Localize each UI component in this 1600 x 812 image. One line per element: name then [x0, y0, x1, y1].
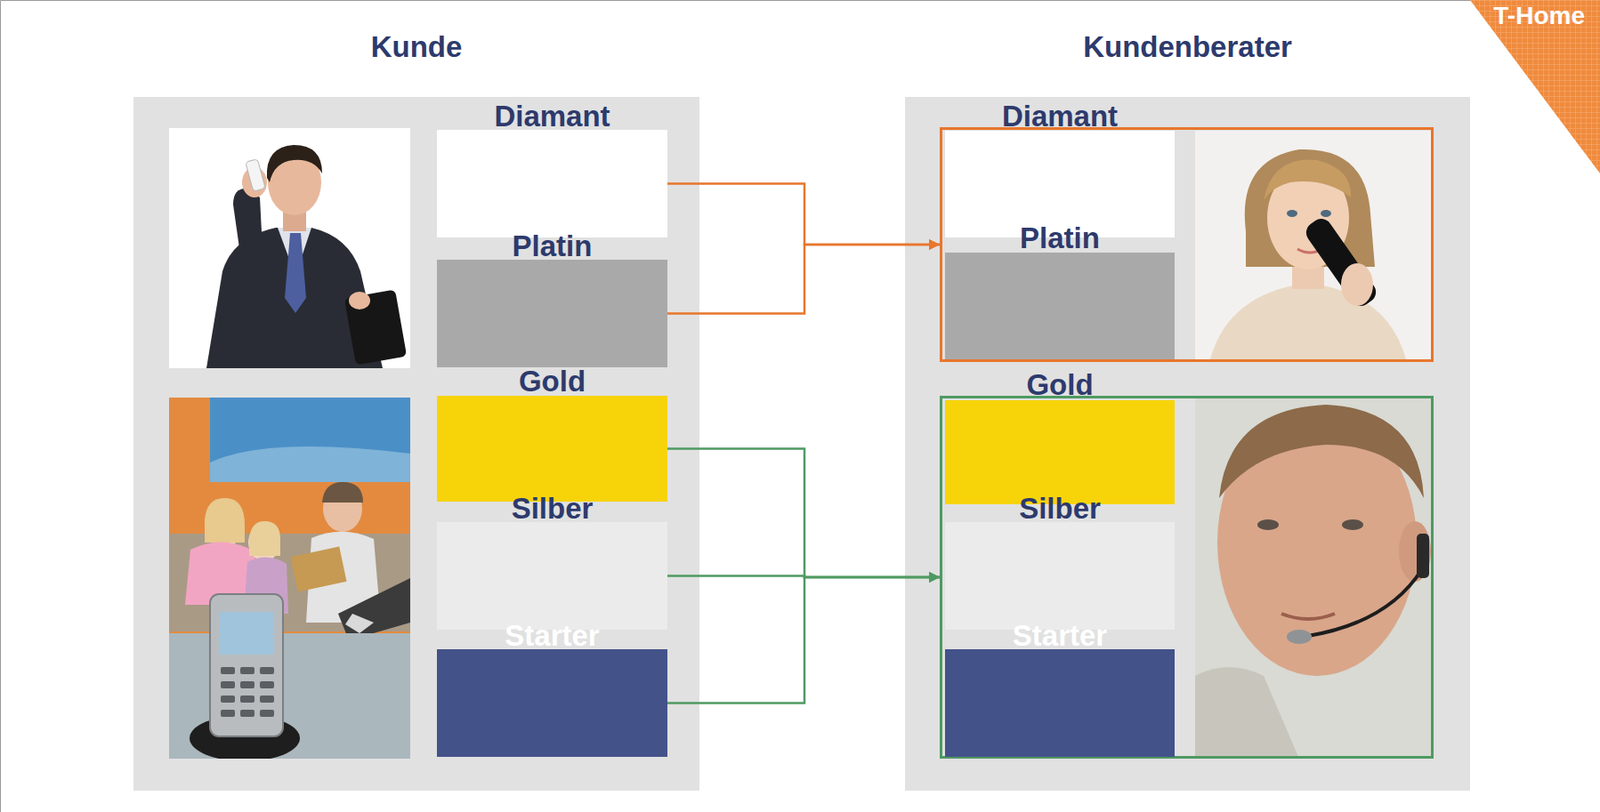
- family-photo-part-part: [259, 667, 275, 675]
- tier-box: Starter: [945, 649, 1175, 758]
- consultant-man-photo: [1195, 398, 1432, 760]
- family-photo-part-part: [259, 681, 275, 689]
- businessman-photo-part: [344, 290, 407, 366]
- tier-box: Silber: [436, 522, 668, 631]
- panel-ground: [133, 96, 1471, 792]
- consultant-woman-photo-part: [1341, 263, 1374, 307]
- tier-box: Diamant: [436, 129, 668, 238]
- consultant-woman-photo-part: [1301, 214, 1381, 310]
- tier-box: Gold: [945, 400, 1175, 505]
- consultant-woman-photo-part: [1286, 210, 1298, 218]
- customer-panel: DiamantPlatinGoldSilberStarterKunde: [133, 96, 700, 792]
- tier-label: Diamant: [1002, 98, 1118, 135]
- consultant-man-photo-part: [1286, 630, 1312, 645]
- tier-label: Platin: [1019, 220, 1100, 257]
- tier-label: Starter: [1012, 618, 1108, 655]
- advisor-panel: DiamantPlatinGoldSilberStarterKundenbera…: [905, 96, 1471, 792]
- tier-label: Diamant: [493, 98, 610, 135]
- connector-arrow: [667, 244, 940, 315]
- family-photo-part: [290, 547, 347, 593]
- tier-label: Gold: [1026, 367, 1093, 404]
- family-photo-part-part: [240, 667, 255, 675]
- advisor-group: GoldSilberStarter: [939, 395, 1434, 760]
- brand-badge: T-Home: [1493, 0, 1585, 33]
- consultant-man-photo-part: [1219, 404, 1424, 499]
- tier-label: Platin: [512, 228, 593, 265]
- brand-label: T-Home: [1493, 1, 1585, 30]
- family-photo: [169, 397, 411, 760]
- family-photo-part-part: [220, 667, 235, 675]
- column-heading: Kundenberater: [905, 29, 1471, 65]
- consultant-man-photo-part: [1195, 667, 1300, 760]
- consultant-woman-photo-part: [1210, 282, 1407, 360]
- businessman-photo-part: [169, 128, 411, 369]
- family-photo-part: [322, 482, 364, 503]
- family-photo-part-part: [240, 710, 255, 718]
- consultant-man-photo-part: [1398, 521, 1431, 582]
- consultant-man-photo-part: [1257, 519, 1279, 531]
- family-photo-part-part: [240, 681, 255, 689]
- connector-arrow: [667, 449, 940, 579]
- consultant-man-photo-part: [1281, 614, 1335, 620]
- businessman-photo-part: [284, 233, 307, 314]
- tier-box: Starter: [436, 649, 668, 758]
- family-photo-part: [169, 397, 411, 760]
- family-photo-part: [210, 397, 411, 483]
- businessman-photo-part: [348, 291, 371, 310]
- badge-corner: [1470, 0, 1600, 174]
- family-photo-part: [218, 612, 275, 655]
- consultant-woman-photo-part: [1195, 130, 1432, 360]
- consultant-man-photo-part: [1416, 533, 1430, 579]
- family-photo-part: [249, 521, 281, 557]
- badge-corner-part: [1470, 0, 1600, 174]
- column-heading: Kunde: [133, 29, 700, 65]
- family-photo-part-part: [240, 695, 255, 704]
- connector-arrow: [667, 577, 940, 704]
- consultant-woman-photo-part: [1320, 210, 1332, 218]
- tier-box: Platin: [945, 252, 1175, 360]
- family-photo-part: [210, 594, 283, 737]
- consultant-man-photo-part: [1308, 569, 1423, 637]
- family-photo-part-part: [220, 681, 235, 689]
- tier-box: Silber: [945, 522, 1175, 631]
- tier-label: Silber: [1018, 491, 1101, 527]
- family-photo-part: [345, 614, 374, 634]
- consultant-man-photo-part: [1195, 398, 1432, 760]
- connector-arrow: [667, 184, 940, 246]
- family-photo-part: [338, 578, 411, 641]
- tier-label: Gold: [518, 363, 586, 400]
- panel-ground-part: [905, 96, 1471, 792]
- family-photo-part: [204, 498, 245, 543]
- consultant-woman-photo: [1195, 130, 1432, 360]
- businessman-photo-part: [245, 159, 266, 192]
- family-photo-part: [220, 667, 275, 718]
- consultant-woman-photo-part: [1263, 160, 1351, 201]
- family-photo-part-part: [259, 710, 275, 718]
- tier-label: Starter: [504, 618, 599, 655]
- businessman-photo-part: [266, 145, 323, 183]
- advisor-group: DiamantPlatin: [939, 127, 1434, 363]
- businessman-photo: [169, 128, 411, 369]
- businessman-photo-part: [233, 188, 264, 267]
- family-photo-part-part: [220, 710, 235, 718]
- family-photo-part-part: [220, 695, 235, 704]
- tier-box: Gold: [436, 395, 668, 502]
- tier-box: Platin: [436, 259, 668, 368]
- family-photo-part-part: [259, 695, 275, 704]
- panel-ground-part: [133, 96, 700, 792]
- tier-label: Silber: [511, 491, 594, 527]
- consultant-man-photo-part: [1341, 519, 1364, 531]
- family-photo-part: [210, 446, 411, 483]
